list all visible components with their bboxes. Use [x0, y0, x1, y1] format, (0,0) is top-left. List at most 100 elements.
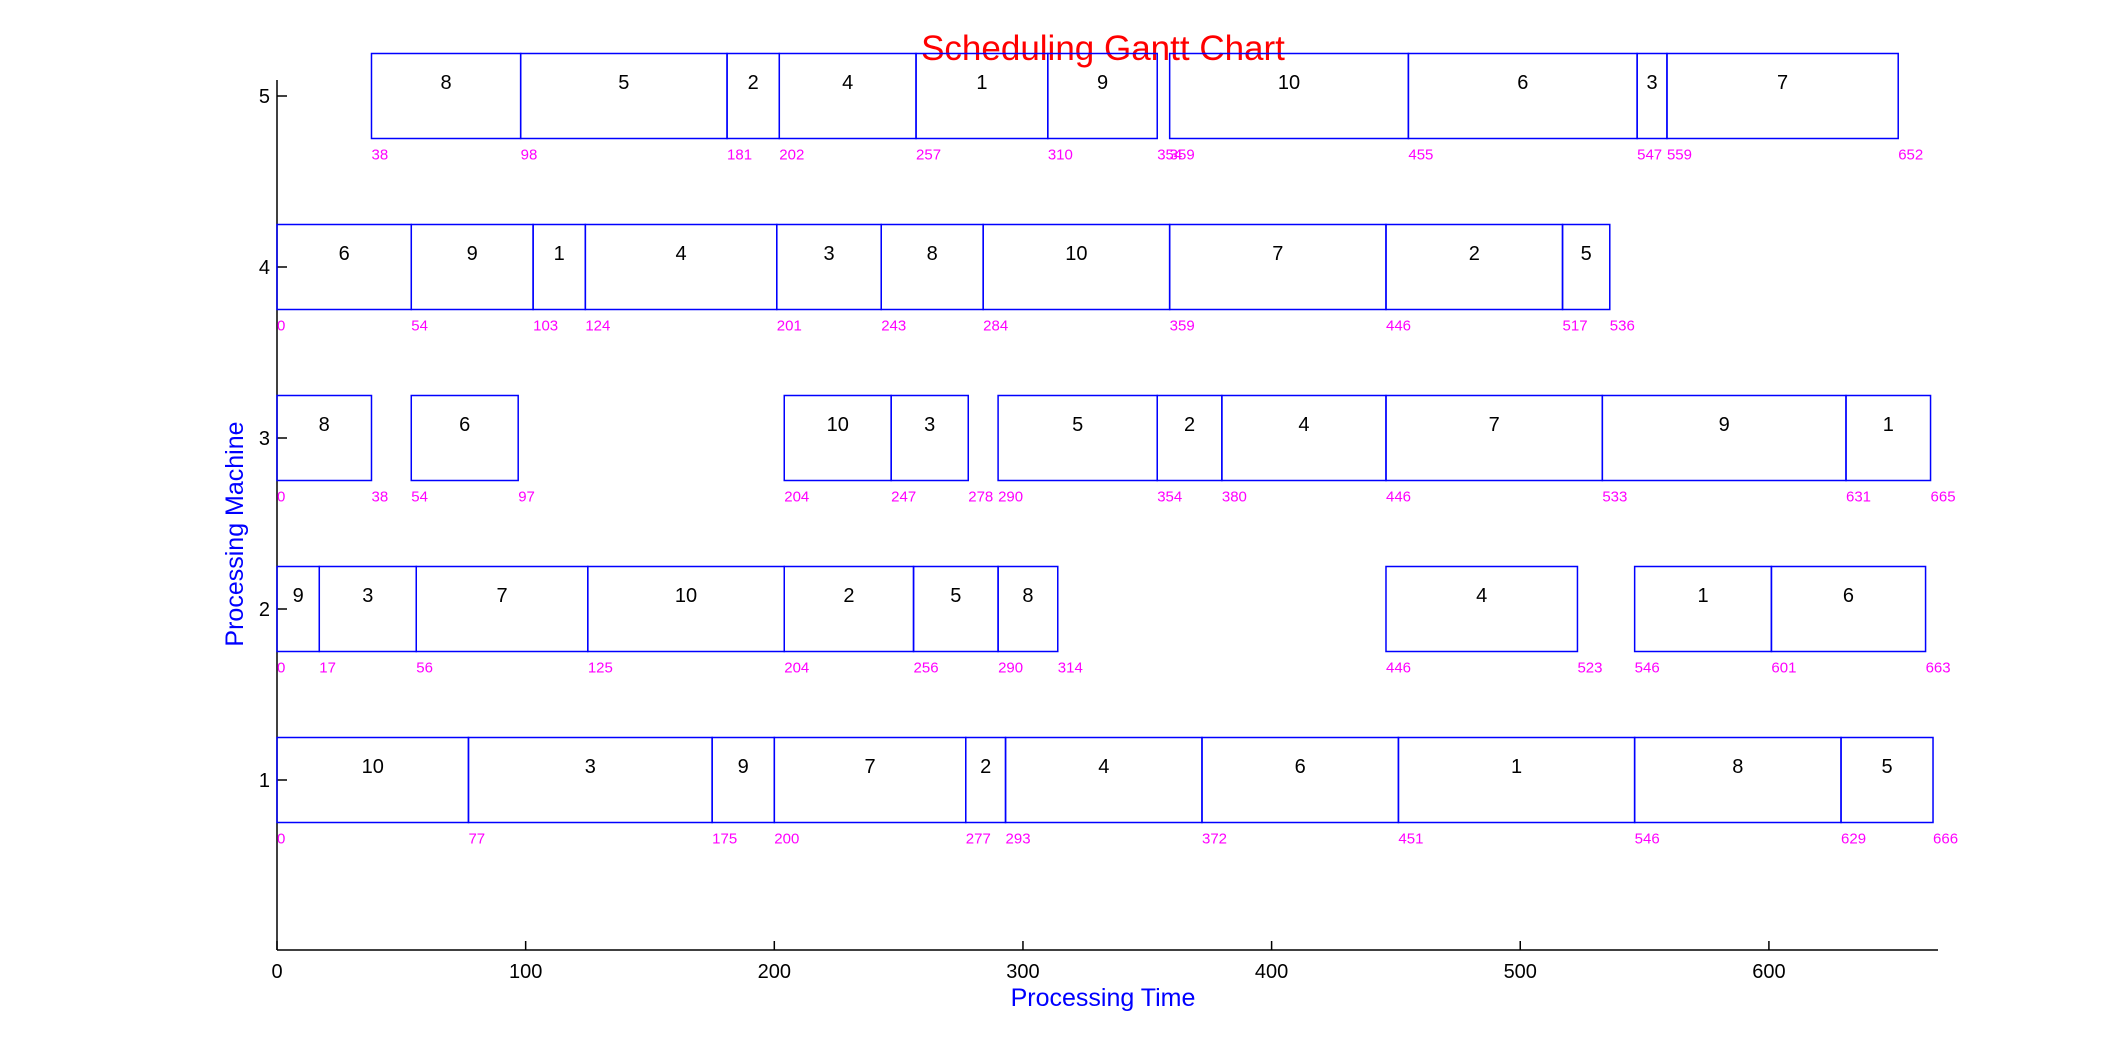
- task-start-label: 181: [727, 147, 752, 164]
- task-start-label: 451: [1398, 831, 1423, 848]
- task-start-label: 257: [916, 147, 941, 164]
- task-job-label: 9: [738, 756, 749, 778]
- task-end-label: 354: [1157, 147, 1182, 164]
- task-end-label: 663: [1926, 660, 1951, 677]
- task-bar: [1385, 565, 1579, 653]
- task-bar: [997, 565, 1059, 653]
- task-start-label: 124: [585, 318, 610, 335]
- task-start-label: 204: [784, 660, 809, 677]
- task-start-label: 98: [521, 147, 538, 164]
- task-start-label: 546: [1635, 831, 1660, 848]
- task-start-label: 38: [371, 147, 388, 164]
- task-start-label: 631: [1846, 489, 1871, 506]
- task-start-label: 202: [779, 147, 804, 164]
- task-job-label: 8: [1022, 585, 1033, 607]
- task-end-label: 314: [1058, 660, 1083, 677]
- task-bar: [1770, 565, 1927, 653]
- task-job-label: 5: [1581, 243, 1592, 265]
- task-end-label: 665: [1931, 489, 1956, 506]
- task-job-label: 9: [1097, 72, 1108, 94]
- task-job-label: 6: [1517, 72, 1528, 94]
- x-axis-label: Processing Time: [1011, 984, 1196, 1012]
- y-tick-label: 5: [259, 86, 270, 108]
- x-tick-label: 100: [509, 961, 542, 983]
- task-job-label: 3: [1646, 72, 1657, 94]
- task-start-label: 0: [277, 489, 285, 506]
- task-job-label: 7: [1777, 72, 1788, 94]
- x-tick-label: 400: [1255, 961, 1288, 983]
- task-start-label: 201: [777, 318, 802, 335]
- task-job-label: 7: [1489, 414, 1500, 436]
- task-job-label: 9: [1719, 414, 1730, 436]
- task-end-label: 278: [968, 489, 993, 506]
- task-job-label: 6: [1843, 585, 1854, 607]
- task-start-label: 372: [1202, 831, 1227, 848]
- task-start-label: 77: [468, 831, 485, 848]
- task-job-label: 3: [823, 243, 834, 265]
- task-start-label: 125: [588, 660, 613, 677]
- task-job-label: 4: [1298, 414, 1309, 436]
- task-start-label: 559: [1667, 147, 1692, 164]
- task-start-label: 359: [1170, 147, 1195, 164]
- task-start-label: 310: [1048, 147, 1073, 164]
- task-start-label: 204: [784, 489, 809, 506]
- task-start-label: 293: [1006, 831, 1031, 848]
- task-job-label: 8: [319, 414, 330, 436]
- y-tick-label: 2: [259, 599, 270, 621]
- task-job-label: 10: [827, 414, 849, 436]
- task-job-label: 8: [441, 72, 452, 94]
- task-job-label: 6: [339, 243, 350, 265]
- task-job-label: 1: [1697, 585, 1708, 607]
- task-start-label: 243: [881, 318, 906, 335]
- task-start-label: 247: [891, 489, 916, 506]
- task-job-label: 10: [675, 585, 697, 607]
- task-job-label: 1: [976, 72, 987, 94]
- task-start-label: 17: [319, 660, 336, 677]
- x-tick-label: 600: [1752, 961, 1785, 983]
- task-start-label: 455: [1408, 147, 1433, 164]
- task-job-label: 4: [675, 243, 686, 265]
- task-start-label: 290: [998, 489, 1023, 506]
- task-end-label: 38: [371, 489, 388, 506]
- task-job-label: 5: [1881, 756, 1892, 778]
- task-job-label: 2: [843, 585, 854, 607]
- task-job-label: 2: [1184, 414, 1195, 436]
- task-start-label: 517: [1563, 318, 1588, 335]
- task-job-label: 5: [950, 585, 961, 607]
- task-job-label: 7: [864, 756, 875, 778]
- task-job-label: 1: [1883, 414, 1894, 436]
- task-start-label: 175: [712, 831, 737, 848]
- task-job-label: 6: [459, 414, 470, 436]
- task-job-label: 9: [293, 585, 304, 607]
- task-bar: [276, 394, 373, 482]
- task-job-label: 3: [362, 585, 373, 607]
- task-start-label: 380: [1222, 489, 1247, 506]
- task-job-label: 7: [496, 585, 507, 607]
- task-job-label: 9: [467, 243, 478, 265]
- task-start-label: 290: [998, 660, 1023, 677]
- task-start-label: 547: [1637, 147, 1662, 164]
- task-end-label: 652: [1898, 147, 1923, 164]
- task-bar: [1840, 736, 1934, 824]
- task-bar: [1845, 394, 1932, 482]
- task-start-label: 56: [416, 660, 433, 677]
- task-job-label: 2: [980, 756, 991, 778]
- task-start-label: 354: [1157, 489, 1182, 506]
- task-job-label: 4: [1476, 585, 1487, 607]
- task-start-label: 446: [1386, 660, 1411, 677]
- task-bar: [410, 394, 519, 482]
- task-job-label: 10: [1065, 243, 1087, 265]
- y-tick-label: 3: [259, 428, 270, 450]
- task-end-label: 523: [1577, 660, 1602, 677]
- task-start-label: 533: [1602, 489, 1627, 506]
- task-job-label: 1: [1511, 756, 1522, 778]
- task-start-label: 103: [533, 318, 558, 335]
- task-start-label: 629: [1841, 831, 1866, 848]
- task-job-label: 1: [554, 243, 565, 265]
